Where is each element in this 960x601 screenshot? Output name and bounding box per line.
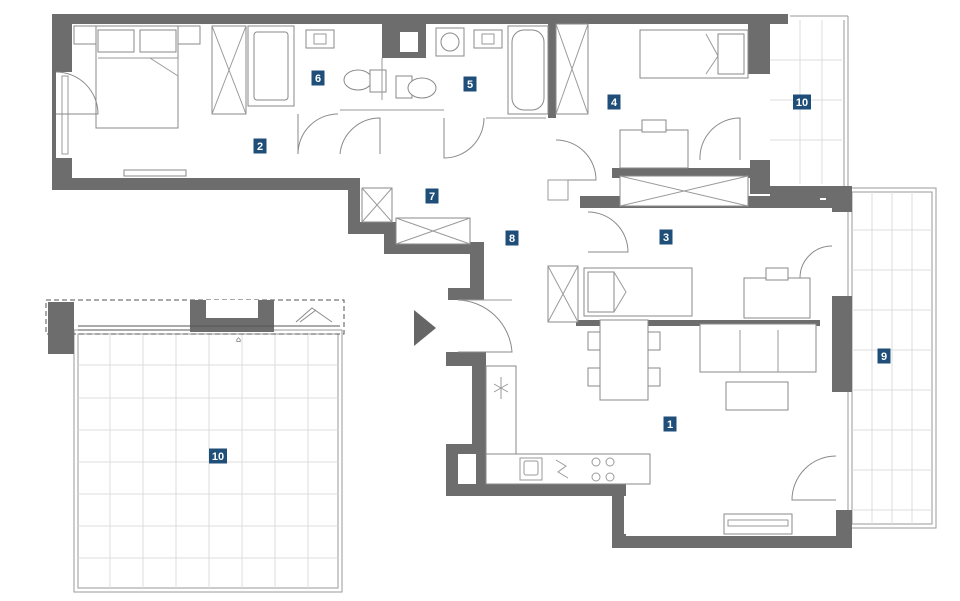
room-number: 5 bbox=[467, 79, 473, 91]
bedroom-2-furniture bbox=[55, 25, 339, 177]
room-number: 10 bbox=[212, 451, 224, 463]
room-number: 8 bbox=[509, 233, 515, 245]
badge-background bbox=[877, 348, 891, 364]
badge-background bbox=[209, 448, 227, 464]
badge-background bbox=[505, 230, 519, 246]
hall-fixtures bbox=[361, 187, 629, 353]
room-badge-room-3: 3 bbox=[659, 229, 673, 245]
living-room-furniture bbox=[485, 319, 837, 535]
room-badge-room-4: 4 bbox=[607, 94, 621, 110]
bathroom-6-fixtures bbox=[247, 25, 400, 111]
room-number: 4 bbox=[611, 97, 618, 109]
badge-background bbox=[311, 70, 325, 86]
room-badge-room-6: 6 bbox=[311, 70, 325, 86]
room-number: 9 bbox=[881, 351, 887, 363]
balcony-9 bbox=[847, 187, 937, 529]
room-badge-room-10b: 10 bbox=[209, 448, 227, 464]
badge-background bbox=[607, 94, 621, 110]
walls bbox=[52, 14, 852, 548]
room-badge-room-2: 2 bbox=[253, 138, 267, 154]
room-number: 2 bbox=[257, 141, 263, 153]
fan-icon bbox=[493, 377, 509, 399]
terrace-10: ⌂ bbox=[45, 299, 345, 593]
bedroom-4-furniture bbox=[547, 23, 749, 207]
room-badge-room-1: 1 bbox=[663, 416, 677, 432]
svg-text:⌂: ⌂ bbox=[236, 335, 241, 344]
badge-background bbox=[253, 138, 267, 154]
room-badge-room-10a: 10 bbox=[793, 94, 811, 110]
badge-background bbox=[425, 188, 439, 204]
badge-background bbox=[793, 94, 811, 110]
room-badge-room-8: 8 bbox=[505, 230, 519, 246]
room-3-furniture bbox=[547, 245, 833, 323]
badge-background bbox=[663, 416, 677, 432]
room-number: 6 bbox=[315, 73, 321, 85]
sink-icon bbox=[523, 460, 539, 476]
room-badge-room-5: 5 bbox=[463, 76, 477, 92]
room-badges: 1 2 3 4 5 6 7 8 9 10 10 bbox=[209, 70, 891, 464]
badge-background bbox=[659, 229, 673, 245]
room-number: 10 bbox=[796, 97, 808, 109]
bathroom-5-fixtures bbox=[339, 25, 549, 159]
room-number: 7 bbox=[429, 191, 435, 203]
badge-background bbox=[463, 76, 477, 92]
room-number: 3 bbox=[663, 232, 669, 244]
room-number: 1 bbox=[667, 419, 673, 431]
room-badge-room-9: 9 bbox=[877, 348, 891, 364]
room-badge-room-7: 7 bbox=[425, 188, 439, 204]
entrance-arrow-icon bbox=[414, 310, 436, 346]
stove-icon bbox=[555, 459, 569, 479]
